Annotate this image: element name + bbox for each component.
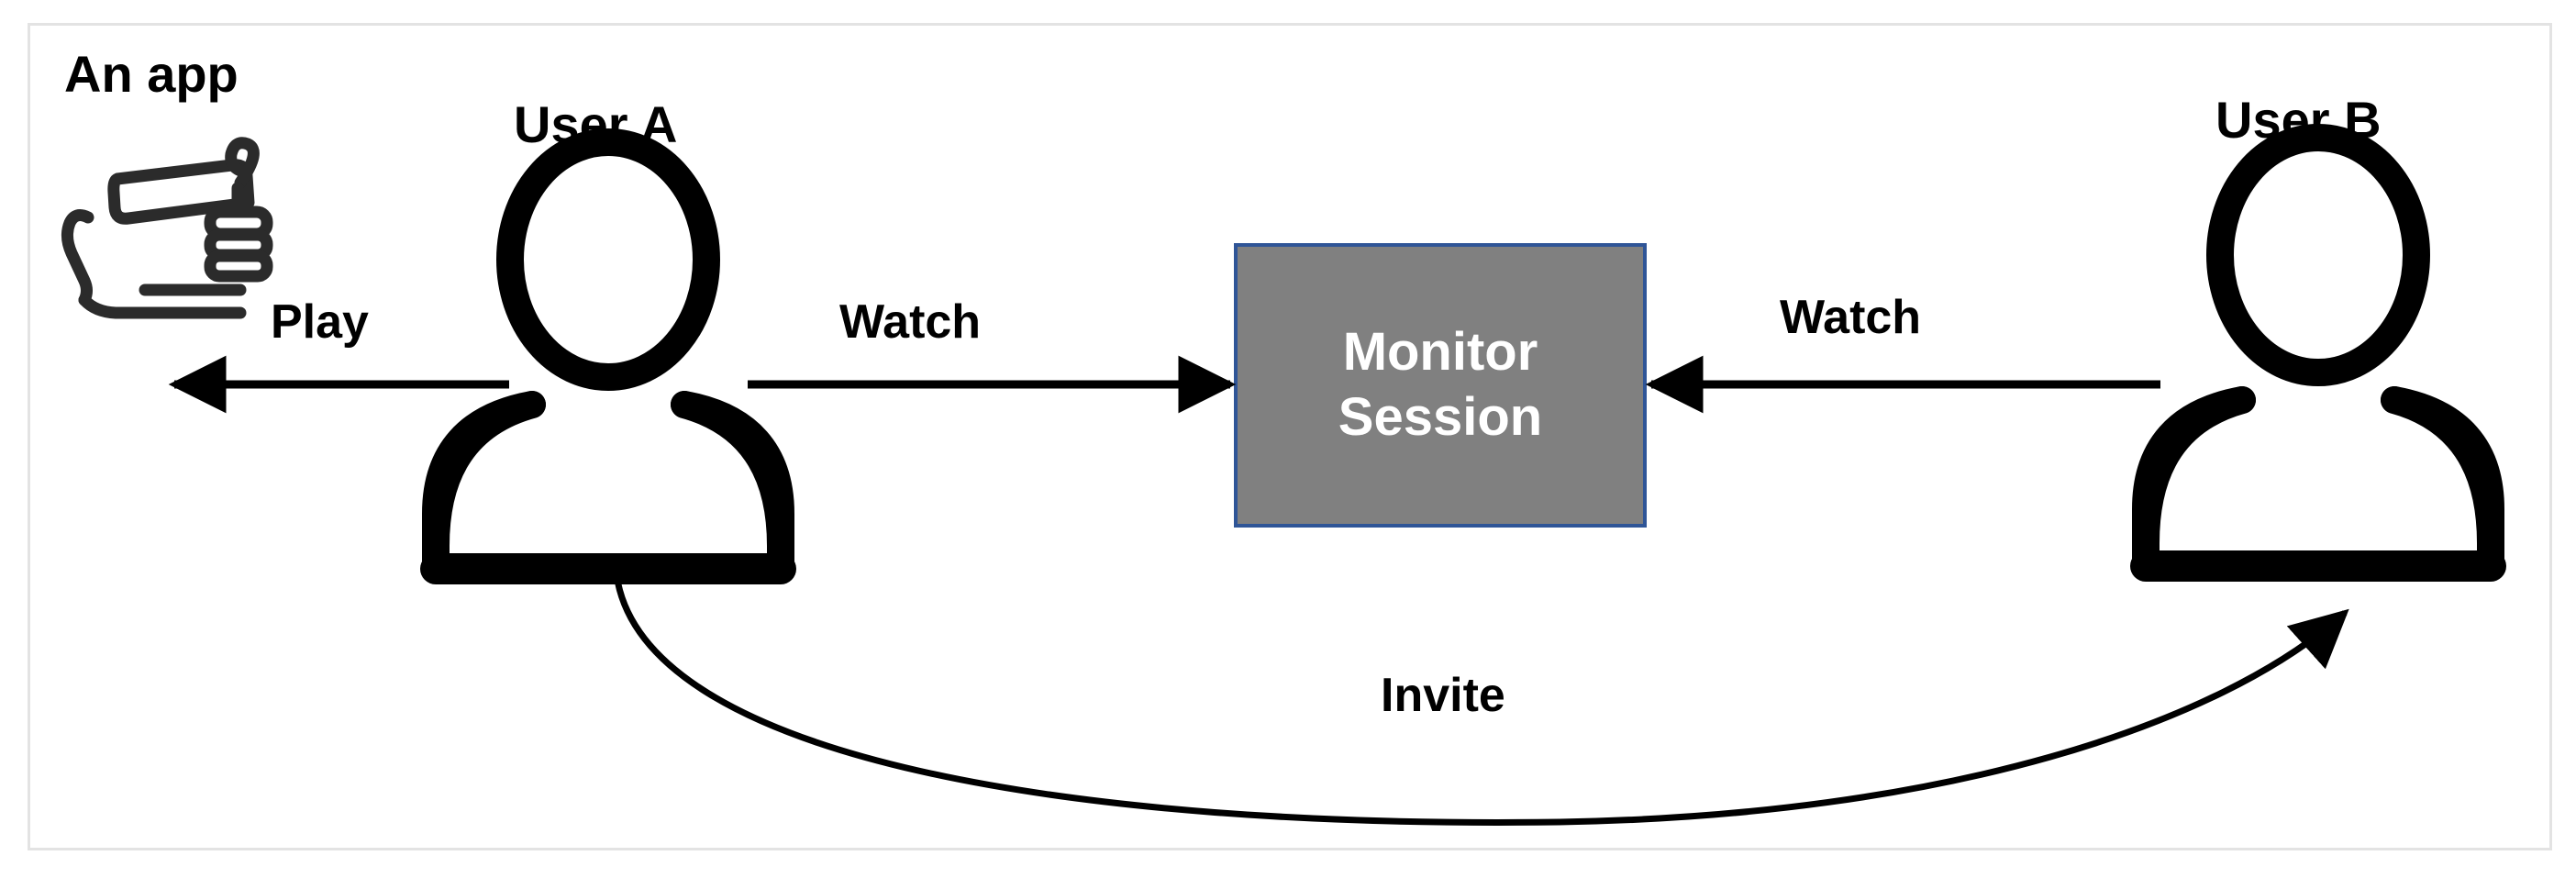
- hand-holding-phone-icon: [61, 137, 273, 319]
- monitor-session-line-2: Session: [1338, 387, 1543, 447]
- monitor-session-line-1: Monitor: [1342, 322, 1538, 383]
- person-icon-user-b[interactable]: [2130, 124, 2506, 582]
- user-b-label: User B: [2215, 91, 2382, 149]
- app-label: An app: [64, 45, 239, 103]
- watch-right-edge-label: Watch: [1780, 291, 1922, 344]
- monitor-session-node[interactable]: Monitor Session: [1234, 243, 1647, 528]
- user-a-label: User A: [514, 95, 678, 153]
- person-icon-user-a[interactable]: [420, 128, 796, 584]
- invite-arrow[interactable]: [613, 573, 2349, 826]
- watch-left-edge-label: Watch: [839, 295, 982, 349]
- play-edge-label: Play: [271, 295, 369, 349]
- invite-edge-label: Invite: [1381, 669, 1505, 722]
